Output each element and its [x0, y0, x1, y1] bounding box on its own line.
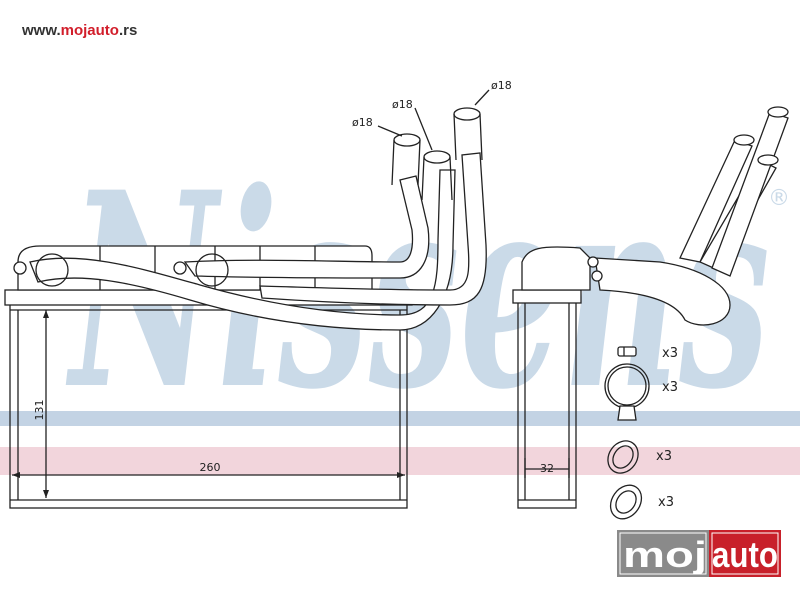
clamp-icon: [604, 363, 650, 421]
pipe-end-3: [453, 107, 481, 121]
side-pipe-lower: [594, 257, 731, 326]
gasket-icon: [609, 484, 643, 520]
accessories: x3 x3 x3 x3: [604, 346, 678, 520]
screw-icon: [617, 346, 637, 357]
diameter-label-2: ø18: [392, 98, 413, 111]
pipe-end-2: [423, 150, 451, 164]
site-url[interactable]: www.mojauto.rs: [22, 22, 138, 39]
pipe-1: [29, 169, 456, 331]
accessory-qty-3: x3: [656, 449, 672, 464]
clamp-left: [13, 261, 27, 275]
side-pipe-3: [711, 111, 789, 277]
side-view: 32: [512, 106, 789, 509]
depth-label: 32: [540, 462, 554, 475]
height-label: 131: [33, 400, 46, 421]
accessory-qty-2: x3: [662, 380, 678, 395]
o-ring-icon: [607, 440, 639, 474]
logo-text-auto: auto: [712, 534, 778, 575]
watermark-registered: ®: [768, 186, 790, 211]
side-pipe-1: [679, 139, 753, 263]
width-label: 260: [200, 461, 221, 474]
logo-text-moj: moj: [623, 534, 707, 575]
logo-red-box: [709, 530, 781, 577]
pipe-3: [259, 152, 487, 306]
mojauto-logo[interactable]: moj auto: [617, 530, 781, 577]
diameter-label-1: ø18: [352, 116, 373, 129]
pipe-2: [183, 175, 430, 279]
accessory-qty-4: x3: [658, 495, 674, 510]
diameter-label-3: ø18: [491, 79, 512, 92]
accessory-qty-1: x3: [662, 346, 678, 361]
front-view: 131 260 ø18 ø18 ø18: [4, 79, 512, 509]
logo-gray-box: [617, 530, 709, 577]
pipe-end-1: [393, 133, 421, 147]
clamp-mid: [173, 261, 187, 275]
